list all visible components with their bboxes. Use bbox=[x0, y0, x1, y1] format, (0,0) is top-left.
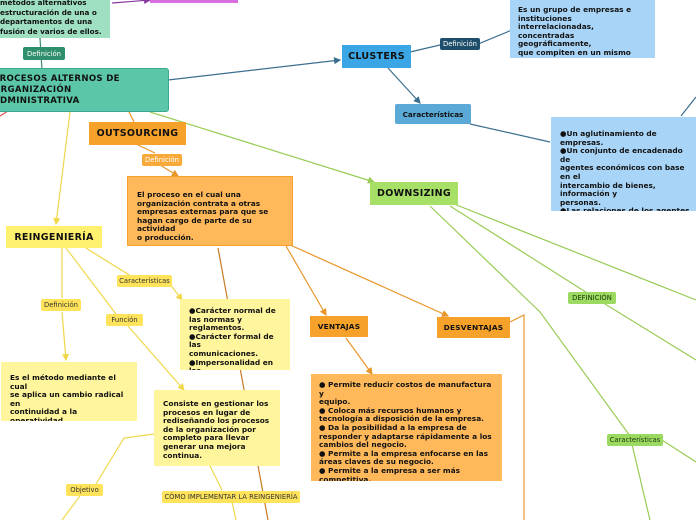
clusters-characteristics-box[interactable]: ●Un aglutinamiento de empresas. ●Un conj… bbox=[551, 117, 696, 211]
edge-car-box bbox=[469, 123, 551, 143]
ventajas-node[interactable]: VENTAJAS bbox=[310, 316, 368, 337]
purple-node[interactable] bbox=[150, 0, 238, 3]
reingenieria-definition-box[interactable]: Es el método mediante el cual se aplica … bbox=[1, 362, 137, 421]
edge-reing-func bbox=[65, 247, 117, 315]
outsourcing-definition-box[interactable]: El proceso en el cual una organización c… bbox=[127, 176, 293, 246]
edge-como-down bbox=[231, 501, 237, 520]
edge-car-right bbox=[661, 439, 696, 463]
root-topic[interactable]: PROCESOS ALTERNOS DE ORGANIZACIÓN ADMINI… bbox=[0, 68, 169, 112]
clusters-definition-box[interactable]: Es un grupo de empresas e instituciones … bbox=[510, 0, 655, 58]
edge-topright bbox=[680, 96, 696, 117]
edge-car-box2 bbox=[169, 283, 183, 301]
edge-root-reing bbox=[53, 111, 71, 226]
reingenieria-characteristics-box[interactable]: ●Carácter normal de las normas y reglame… bbox=[180, 299, 290, 370]
clusters-caracteristicas-label[interactable]: Características bbox=[395, 104, 471, 124]
edge-objetivo-down bbox=[61, 495, 81, 520]
ventajas-list-box[interactable]: ● Permite reducir costos de manufactura … bbox=[311, 374, 502, 481]
outsourcing-node[interactable]: OUTSOURCING bbox=[89, 122, 186, 145]
definicion-label-top[interactable]: Definición bbox=[23, 47, 65, 60]
reingenieria-caracteristicas-label[interactable]: Características bbox=[117, 275, 172, 287]
reingenieria-funcion-label[interactable]: Función bbox=[106, 314, 143, 326]
outsourcing-definicion-label[interactable]: Definición bbox=[142, 154, 182, 166]
downsizing-caracteristicas-label[interactable]: Características bbox=[607, 434, 663, 446]
edge-root-outsourcing bbox=[127, 109, 135, 123]
edge-clusters-car bbox=[387, 67, 421, 104]
edge-out-desventajas bbox=[287, 243, 450, 317]
como-implementar-label[interactable]: CÓMO IMPLEMENTAR LA REINGENIERÍA bbox=[162, 491, 300, 503]
edge-ventajas-box bbox=[345, 337, 373, 375]
top-note[interactable]: métodos alternativos estructuración de u… bbox=[0, 0, 110, 38]
edge-down-car bbox=[429, 205, 651, 520]
downsizing-definicion-label[interactable]: DEFINICIÓN bbox=[568, 292, 616, 304]
edge-root-clusters bbox=[167, 57, 342, 81]
edge-root-downsizing bbox=[149, 111, 376, 184]
downsizing-node[interactable]: DOWNSIZING bbox=[370, 182, 458, 205]
edge-purple bbox=[111, 0, 152, 5]
edge-def-box2 bbox=[61, 311, 70, 362]
clusters-definicion-label[interactable]: Definición bbox=[440, 38, 480, 50]
reingenieria-objetivo-label[interactable]: Objetivo bbox=[66, 484, 103, 496]
desventajas-node[interactable]: DESVENTAJAS bbox=[437, 317, 510, 338]
edge-func-box bbox=[127, 325, 185, 391]
edge-out-ventajas bbox=[285, 245, 327, 317]
reingenieria-definicion-label[interactable]: Definición bbox=[41, 299, 81, 311]
edge-def-box bbox=[159, 164, 180, 177]
edge-desventajas-right bbox=[509, 314, 525, 520]
clusters-node[interactable]: CLUSTERS bbox=[342, 45, 411, 68]
edge-func-como bbox=[209, 465, 223, 491]
edge-down-right bbox=[453, 203, 696, 301]
reingenieria-node[interactable]: REINGENIERÍA bbox=[6, 226, 102, 248]
edge-out-def bbox=[137, 144, 156, 154]
edge-func-objetivo bbox=[95, 433, 155, 485]
edge-reing-car bbox=[85, 247, 135, 279]
reingenieria-function-box[interactable]: Consiste en gestionar los procesos en lu… bbox=[154, 390, 280, 466]
edge-out-down bbox=[217, 247, 269, 520]
